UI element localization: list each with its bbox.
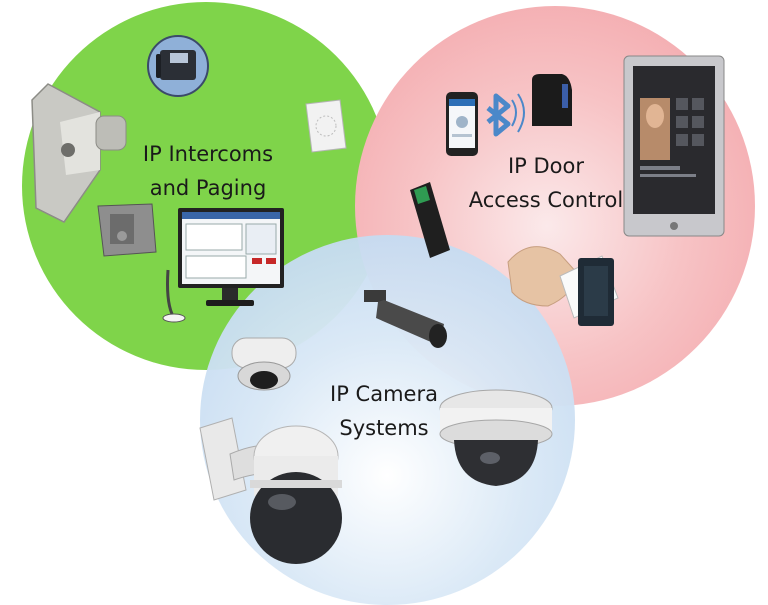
dome-camera-icon (439, 389, 553, 486)
keycard-reader-icon (410, 182, 450, 258)
door-access-label-line2: Access Control (468, 188, 624, 212)
intercom-label: IP Intercoms and Paging (128, 137, 288, 205)
desk-phone-icon (147, 35, 209, 97)
camera-label: IP Camera Systems (325, 377, 443, 445)
ptz-camera-icon (199, 417, 342, 564)
mini-dome-camera-icon (231, 337, 297, 391)
intercom-label-line1: IP Intercoms (142, 142, 274, 166)
camera-label-line2: Systems (339, 416, 429, 440)
bluetooth-icon (486, 93, 525, 137)
intercom-label-line2: and Paging (149, 176, 267, 200)
card-reader-icon (532, 74, 572, 126)
smartphone-icon (446, 92, 478, 156)
desk-microphone-icon (162, 269, 186, 323)
horn-speaker-icon (31, 83, 127, 223)
camera-label-line1: IP Camera (330, 382, 438, 406)
intercom-station-icon (97, 203, 157, 257)
bullet-camera-icon (364, 290, 447, 348)
hand-card-icon (507, 246, 619, 326)
door-access-label: IP Door Access Control (462, 149, 630, 217)
paging-monitor-icon (178, 208, 284, 306)
ceiling-speaker-icon (305, 99, 347, 153)
door-access-label-line1: IP Door (507, 154, 585, 178)
access-tablet-icon (623, 55, 725, 237)
